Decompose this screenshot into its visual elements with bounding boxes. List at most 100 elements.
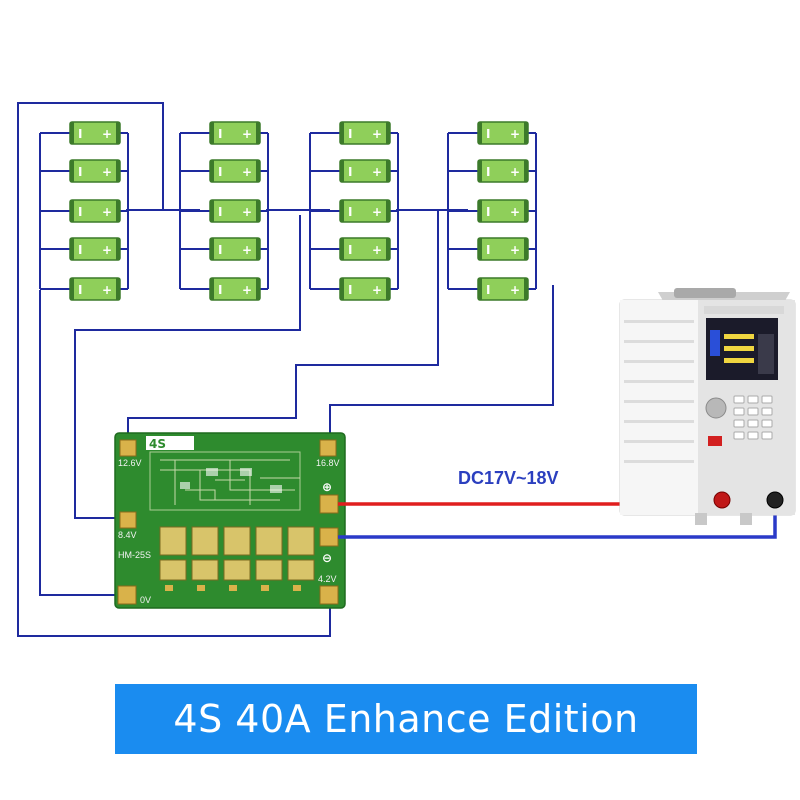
cell-plus-sign: + bbox=[242, 165, 252, 179]
cell-minus-sign: I bbox=[486, 205, 490, 219]
cell-minus-sign: I bbox=[348, 205, 352, 219]
battery-cell-icon: I+ bbox=[477, 199, 529, 223]
cell-plus-sign: + bbox=[510, 243, 520, 257]
battery-cell-icon: I+ bbox=[339, 277, 391, 301]
tap-0v-wire bbox=[39, 290, 120, 596]
mosfet-array bbox=[159, 526, 315, 591]
battery-cell-icon: I+ bbox=[477, 277, 529, 301]
tap-12v6-wire bbox=[127, 210, 439, 442]
cell-plus-sign: + bbox=[372, 205, 382, 219]
model-label: 4S bbox=[149, 437, 166, 451]
battery-cell-icon: I+ bbox=[69, 237, 121, 261]
battery-cell-icon: I+ bbox=[209, 121, 261, 145]
caption-banner: 4S 40A Enhance Edition bbox=[115, 684, 697, 754]
bms-board: 4S bbox=[114, 432, 346, 609]
battery-cell-icon: I+ bbox=[339, 199, 391, 223]
cell-plus-sign: + bbox=[510, 165, 520, 179]
control-section-traces bbox=[149, 451, 301, 511]
battery-cell-icon: I+ bbox=[209, 277, 261, 301]
cell-plus-sign: + bbox=[510, 283, 520, 297]
negative-symbol: ⊖ bbox=[322, 551, 332, 565]
negative-terminal bbox=[766, 491, 784, 509]
cell-group-1: I+I+I+I+I+ bbox=[39, 121, 129, 301]
battery-cell-icon: I+ bbox=[69, 199, 121, 223]
dc-power-supply bbox=[619, 288, 796, 525]
cell-minus-sign: I bbox=[78, 127, 82, 141]
cell-plus-sign: + bbox=[102, 127, 112, 141]
cell-minus-sign: I bbox=[348, 165, 352, 179]
battery-cell-icon: I+ bbox=[209, 237, 261, 261]
battery-cell-icon: I+ bbox=[339, 121, 391, 145]
cell-plus-sign: + bbox=[102, 243, 112, 257]
caption-title: 4S 40A Enhance Edition bbox=[173, 697, 639, 741]
pad-16v8 bbox=[319, 439, 337, 457]
tap-label-4v2: 4.2V bbox=[318, 574, 337, 584]
cell-plus-sign: + bbox=[372, 243, 382, 257]
cell-plus-sign: + bbox=[242, 283, 252, 297]
cell-plus-sign: + bbox=[102, 165, 112, 179]
battery-cell-icon: I+ bbox=[339, 237, 391, 261]
cell-group-2: I+I+I+I+I+ bbox=[179, 121, 269, 301]
battery-cell-icon: I+ bbox=[477, 159, 529, 183]
cell-plus-sign: + bbox=[510, 205, 520, 219]
cell-minus-sign: I bbox=[348, 127, 352, 141]
cell-minus-sign: I bbox=[218, 165, 222, 179]
pad-4v2 bbox=[319, 585, 339, 605]
tap-label-12v6: 12.6V bbox=[118, 458, 142, 468]
cell-minus-sign: I bbox=[218, 283, 222, 297]
cell-plus-sign: + bbox=[372, 165, 382, 179]
cell-minus-sign: I bbox=[218, 205, 222, 219]
cell-minus-sign: I bbox=[78, 205, 82, 219]
pad-0v bbox=[117, 585, 137, 605]
cell-plus-sign: + bbox=[372, 127, 382, 141]
cell-plus-sign: + bbox=[510, 127, 520, 141]
part-label: HM-25S bbox=[118, 550, 151, 560]
tap-label-0v: 0V bbox=[140, 595, 151, 605]
battery-cell-groups: I+I+I+I+I+I+I+I+I+I+I+I+I+I+I+I+I+I+I+I+ bbox=[39, 121, 537, 301]
power-switch bbox=[708, 436, 722, 446]
cell-minus-sign: I bbox=[218, 127, 222, 141]
cell-plus-sign: + bbox=[102, 205, 112, 219]
cell-minus-sign: I bbox=[78, 243, 82, 257]
battery-cell-icon: I+ bbox=[209, 199, 261, 223]
cell-group-4: I+I+I+I+I+ bbox=[447, 121, 537, 301]
positive-terminal bbox=[713, 491, 731, 509]
outer-left-wire bbox=[17, 102, 331, 637]
pad-positive bbox=[319, 494, 339, 514]
model-badge bbox=[146, 436, 194, 450]
cell-minus-sign: I bbox=[78, 165, 82, 179]
tap-label-16v8: 16.8V bbox=[316, 458, 340, 468]
pad-8v4 bbox=[119, 511, 137, 529]
cell-minus-sign: I bbox=[78, 283, 82, 297]
cell-group-3: I+I+I+I+I+ bbox=[309, 121, 399, 301]
battery-cell-icon: I+ bbox=[477, 237, 529, 261]
cell-minus-sign: I bbox=[486, 127, 490, 141]
cell-plus-sign: + bbox=[102, 283, 112, 297]
series-wiring bbox=[17, 102, 554, 637]
cell-minus-sign: I bbox=[348, 283, 352, 297]
pad-12v6 bbox=[119, 439, 137, 457]
pad-negative bbox=[319, 527, 339, 547]
cell-plus-sign: + bbox=[242, 127, 252, 141]
battery-cell-icon: I+ bbox=[69, 277, 121, 301]
battery-cell-icon: I+ bbox=[477, 121, 529, 145]
battery-cell-icon: I+ bbox=[339, 159, 391, 183]
cell-plus-sign: + bbox=[372, 283, 382, 297]
battery-cell-icon: I+ bbox=[69, 159, 121, 183]
battery-cell-icon: I+ bbox=[69, 121, 121, 145]
cell-minus-sign: I bbox=[348, 243, 352, 257]
cell-minus-sign: I bbox=[486, 283, 490, 297]
cell-minus-sign: I bbox=[486, 165, 490, 179]
tap-8v4-wire bbox=[74, 215, 301, 519]
positive-symbol: ⊕ bbox=[322, 480, 332, 494]
vent-slots bbox=[624, 320, 694, 463]
charge-voltage-label: DC17V~18V bbox=[458, 468, 559, 488]
battery-cell-icon: I+ bbox=[209, 159, 261, 183]
adjust-knob bbox=[705, 397, 727, 419]
cell-plus-sign: + bbox=[242, 205, 252, 219]
tap-16v8-wire bbox=[329, 285, 554, 440]
cell-plus-sign: + bbox=[242, 243, 252, 257]
cell-minus-sign: I bbox=[218, 243, 222, 257]
cell-minus-sign: I bbox=[486, 243, 490, 257]
